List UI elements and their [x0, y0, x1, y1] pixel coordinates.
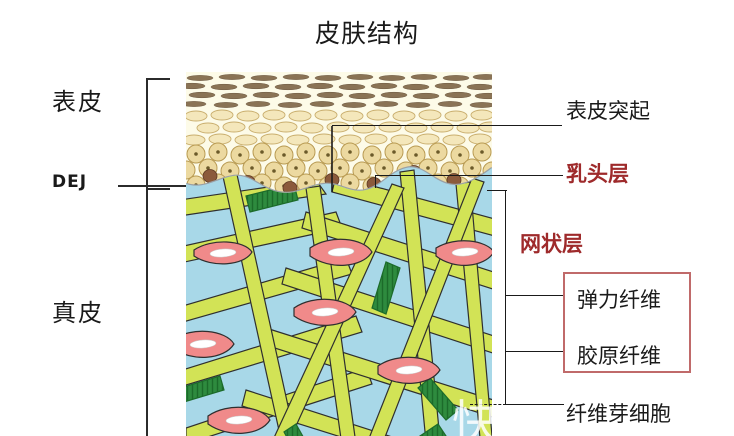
label-rete-ridges: 表皮突起	[566, 99, 650, 123]
leader-fibroblast-dashed	[470, 404, 506, 405]
label-epidermis: 表皮	[52, 88, 104, 116]
bracket-epidermis	[146, 78, 170, 190]
label-collagen-fiber: 胶原纤维	[577, 344, 661, 368]
leader-papillary-hook	[375, 175, 376, 188]
leader-papillary	[375, 175, 563, 176]
label-dermis: 真皮	[52, 299, 104, 327]
bracket-reticular-top	[487, 190, 507, 191]
region-epidermis	[186, 72, 492, 193]
fibroblasts	[186, 238, 492, 434]
label-dej: DEJ	[52, 172, 88, 192]
label-papillary-layer: 乳头层	[566, 162, 629, 186]
leader-collagen-fiber	[505, 351, 565, 352]
dej-divider-line	[118, 185, 188, 187]
label-elastic-fiber: 弹力纤维	[577, 288, 661, 312]
region-dermis	[186, 167, 492, 436]
label-reticular-layer: 网状层	[520, 232, 583, 256]
leader-elastic-fiber	[505, 295, 565, 296]
fiber-callout-box	[563, 272, 691, 373]
skin-cross-section-illustration	[186, 72, 492, 436]
bracket-reticular	[505, 190, 506, 405]
page-title: 皮肤结构	[314, 19, 419, 48]
leader-fibroblast	[506, 404, 564, 405]
leader-rete-ridges	[332, 125, 562, 126]
bracket-dermis	[146, 188, 170, 436]
elastic-fibers	[186, 183, 459, 436]
label-fibroblast: 纤维芽细胞	[566, 402, 671, 426]
